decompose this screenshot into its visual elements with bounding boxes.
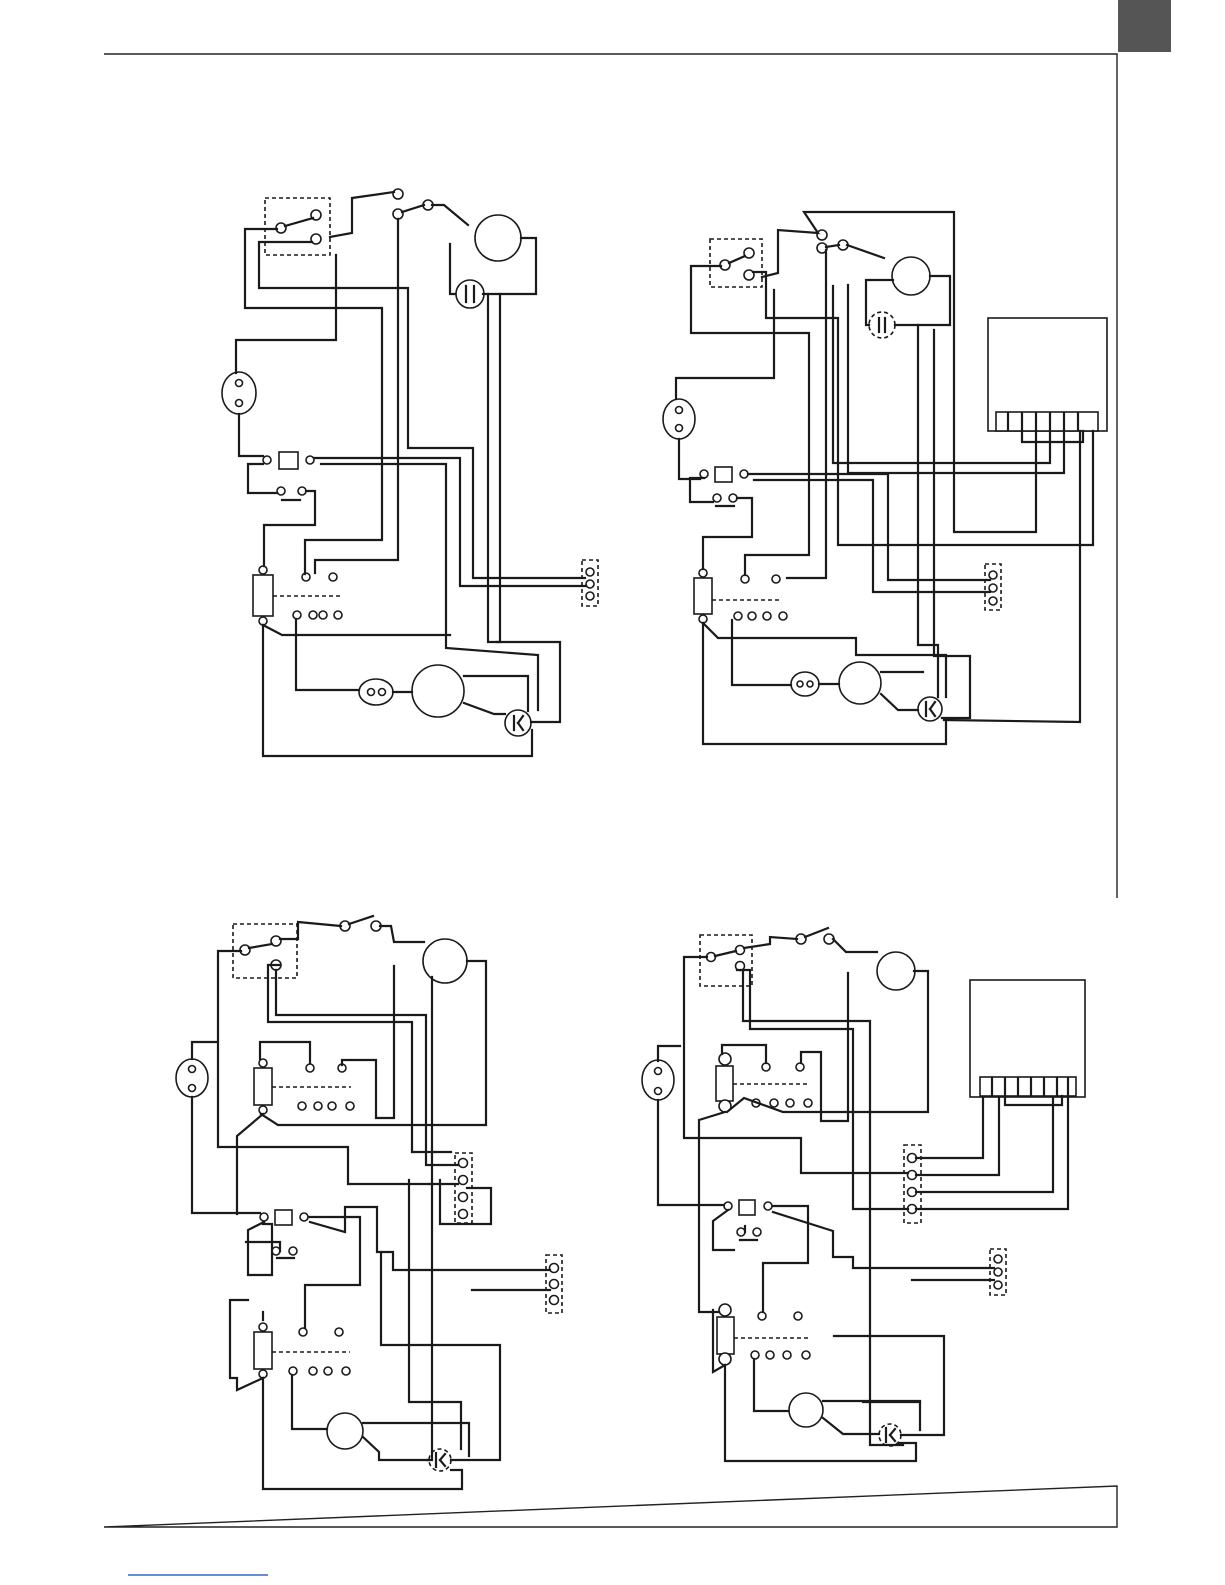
lamp (642, 1060, 674, 1100)
thermostat-switch (700, 935, 752, 986)
relay-coil-lower (717, 1304, 810, 1365)
terminal-block-lower (546, 1255, 562, 1313)
relay-coil (253, 566, 342, 625)
door-switch (340, 916, 381, 931)
wiring-diagram-bottom-left (176, 916, 562, 1489)
relay-coil-upper (254, 1059, 354, 1114)
start-relay (260, 1210, 308, 1258)
fan-motor (475, 215, 521, 261)
capacitor (869, 312, 895, 338)
compressor (327, 1413, 363, 1449)
overload-protector (791, 672, 819, 696)
page-corner-tab (1118, 0, 1171, 52)
wiring (676, 212, 1093, 744)
control-box (970, 980, 1085, 1105)
terminal-block (985, 564, 1001, 610)
control-box (988, 318, 1107, 442)
terminal-block (582, 560, 598, 606)
door-switch (393, 189, 433, 219)
compressor-terminal (918, 697, 942, 721)
start-relay (700, 467, 748, 506)
lamp (222, 372, 256, 414)
compressor-terminal (505, 710, 531, 736)
compressor (412, 665, 464, 717)
relay-coil-lower (254, 1323, 350, 1378)
wiring (192, 922, 550, 1489)
terminal-block-lower (990, 1249, 1006, 1295)
compressor (789, 1393, 823, 1427)
compressor-terminal (879, 1424, 901, 1446)
lamp (176, 1059, 208, 1097)
page-frame (104, 54, 1117, 1527)
wiring-diagram-bottom-right (642, 928, 1085, 1461)
capacitor (456, 280, 484, 308)
wiring (236, 192, 585, 756)
door-switch (796, 928, 834, 944)
start-relay (724, 1200, 772, 1240)
fan-motor (892, 257, 930, 295)
wiring-diagram-top-left (222, 189, 598, 756)
fan-motor (877, 952, 915, 990)
lamp (663, 399, 695, 439)
fan-motor (423, 939, 467, 983)
thermostat-switch (233, 924, 297, 978)
relay-coil (694, 569, 787, 623)
thermostat-switch (265, 198, 330, 255)
compressor (839, 662, 881, 704)
thermostat-switch (710, 239, 762, 287)
overload-protector (359, 679, 393, 705)
relay-coil-upper (716, 1053, 812, 1112)
terminal-block-upper (904, 1145, 921, 1223)
wiring-diagram-top-right (663, 212, 1107, 744)
door-switch (817, 230, 848, 253)
